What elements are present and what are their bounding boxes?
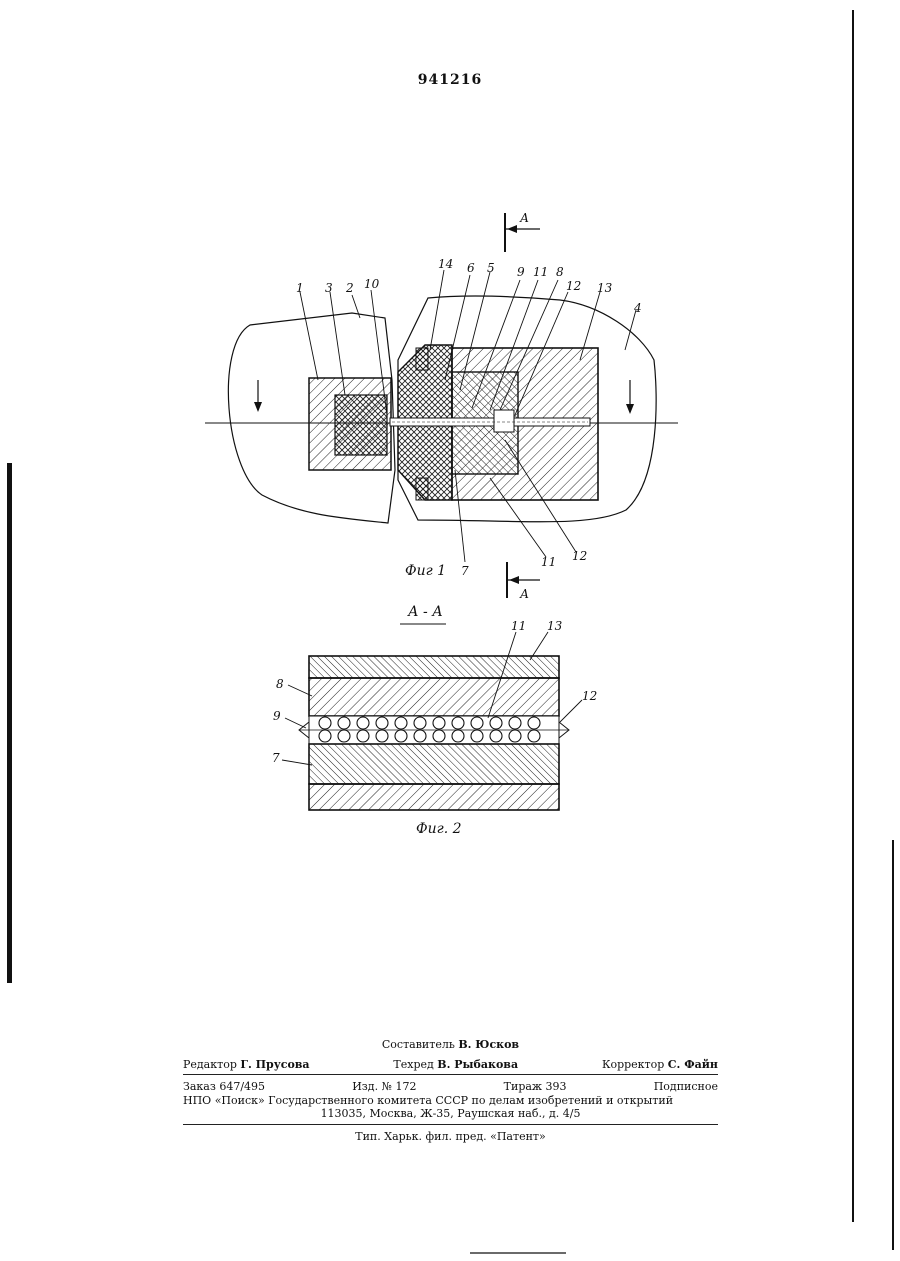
staff-line: Редактор Г. Прусова Техред В. Рыбакова К…: [183, 1058, 718, 1071]
svg-text:2: 2: [345, 281, 354, 295]
svg-text:8: 8: [276, 677, 284, 691]
svg-text:11: 11: [541, 555, 556, 569]
order-line: Заказ 647/495 Изд. № 172 Тираж 393 Подпи…: [183, 1080, 718, 1093]
figure-2: А - А: [272, 604, 597, 837]
svg-text:7: 7: [272, 751, 280, 765]
svg-text:1: 1: [296, 281, 304, 295]
svg-text:12: 12: [572, 549, 587, 563]
section-mark-bottom: А: [519, 587, 529, 601]
figure-2-caption: Фиг. 2: [416, 821, 462, 837]
svg-text:12: 12: [566, 279, 581, 293]
svg-text:13: 13: [547, 619, 563, 633]
svg-text:5: 5: [487, 261, 495, 275]
figure-1: А: [205, 211, 678, 601]
svg-text:8: 8: [556, 265, 564, 279]
svg-text:6: 6: [467, 261, 475, 275]
organization-line: НПО «Поиск» Государственного комитета СС…: [183, 1094, 718, 1107]
svg-text:9: 9: [273, 709, 281, 723]
printer-line: Тип. Харьк. фил. пред. «Патент»: [183, 1130, 718, 1143]
svg-text:9: 9: [517, 265, 525, 279]
svg-text:12: 12: [582, 689, 597, 703]
svg-text:4: 4: [633, 301, 642, 315]
divider-2: [183, 1124, 718, 1125]
divider: [183, 1074, 718, 1075]
figure-1-caption: Фиг 1: [405, 563, 446, 579]
svg-text:11: 11: [511, 619, 526, 633]
address-line: 113035, Москва, Ж-35, Раушская наб., д. …: [183, 1107, 718, 1120]
svg-text:11: 11: [533, 265, 548, 279]
composer-line: Составитель В. Юсков: [183, 1038, 718, 1051]
svg-text:13: 13: [597, 281, 613, 295]
svg-text:10: 10: [364, 277, 380, 291]
svg-text:3: 3: [325, 281, 333, 295]
section-mark-top: А: [519, 211, 529, 225]
svg-text:7: 7: [461, 564, 469, 578]
svg-text:14: 14: [438, 257, 453, 271]
section-title: А - А: [407, 604, 443, 620]
